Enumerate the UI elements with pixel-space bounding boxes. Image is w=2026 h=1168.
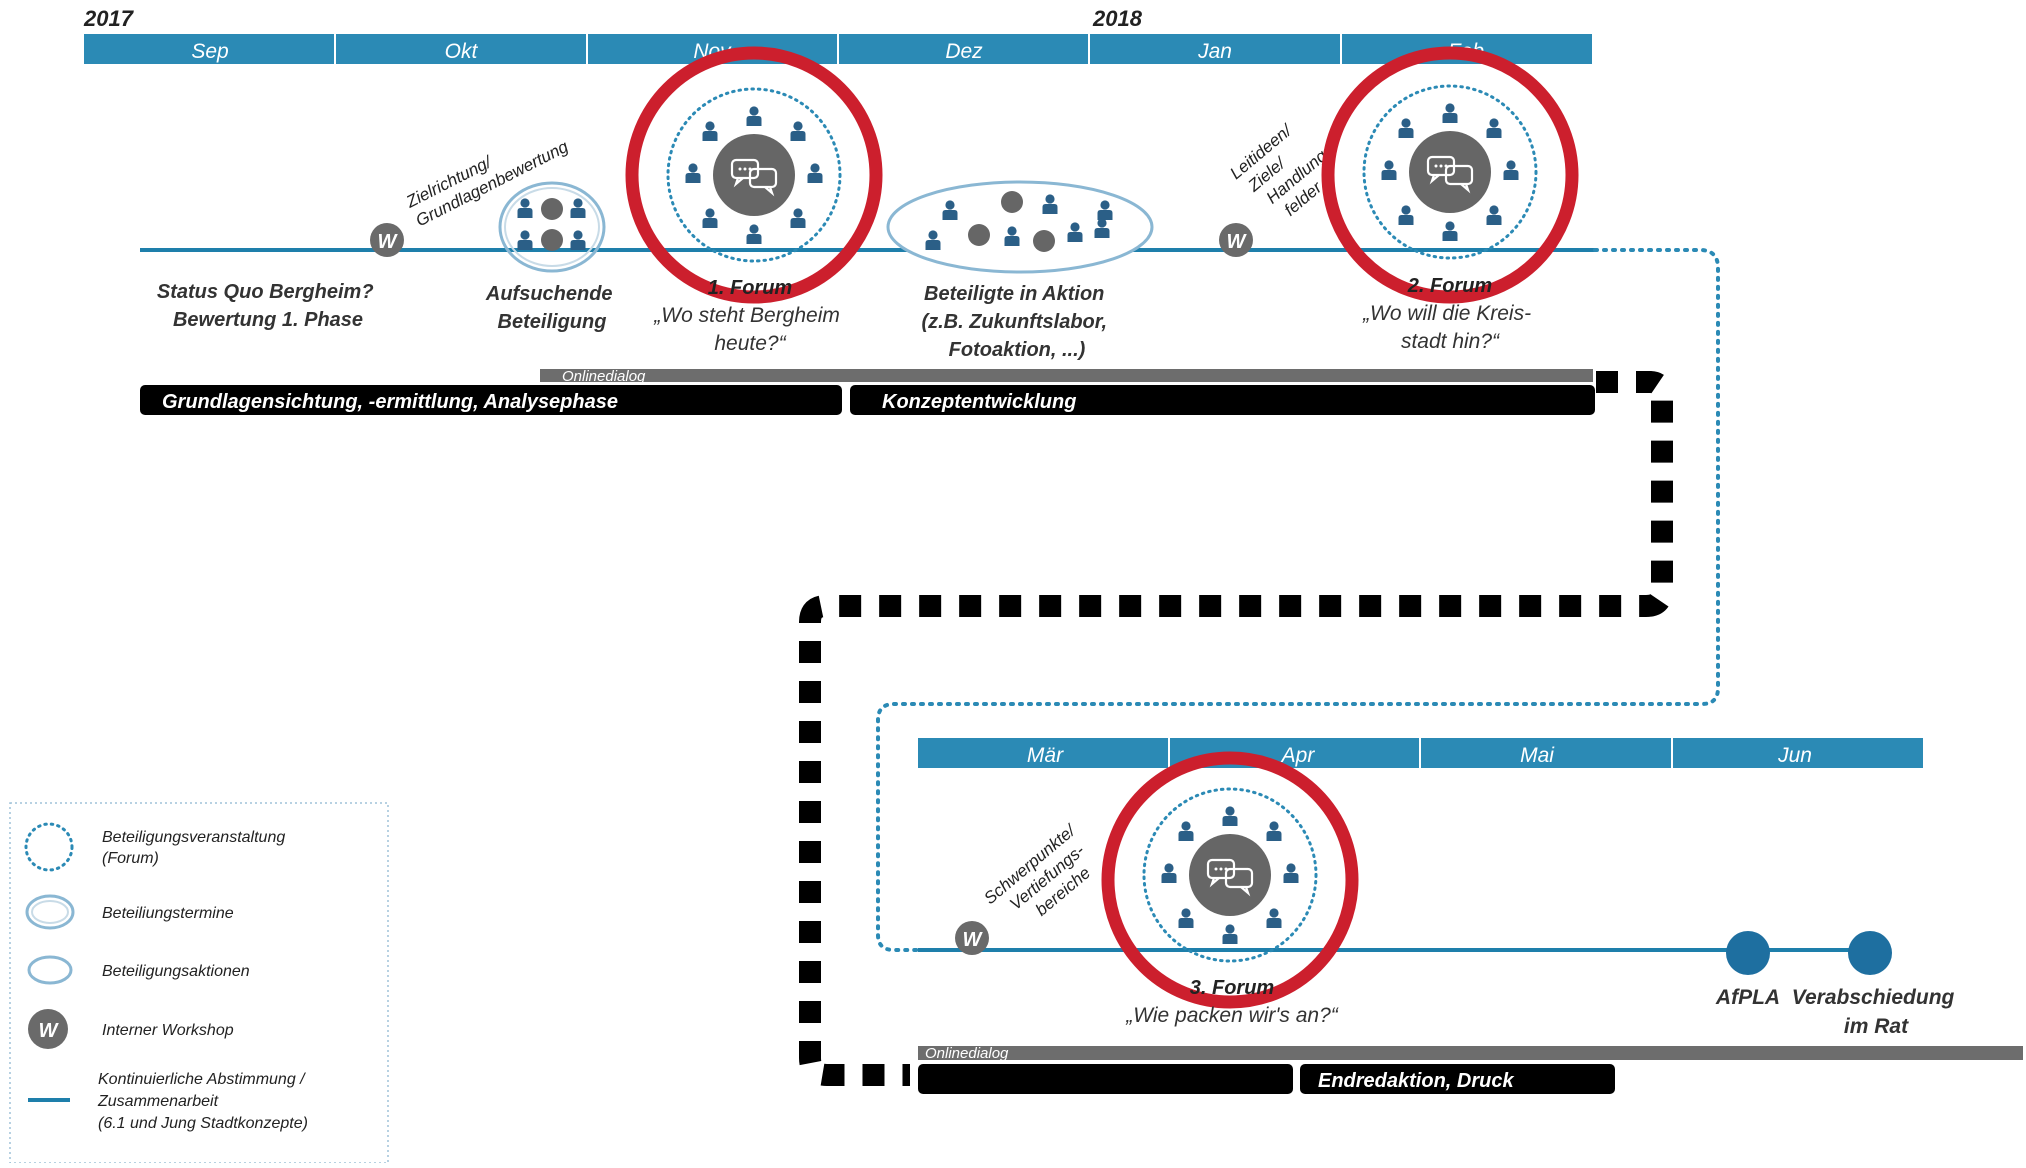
legend-abstimmung-label: Kontinuierliche Abstimmung / Zusammenarb… xyxy=(97,1071,309,1132)
phase-label-endredaktion: Endredaktion, Druck xyxy=(1318,1070,1514,1092)
legend-termine-label: Beteiliungstermine xyxy=(102,905,234,922)
forum-3-red-circle xyxy=(1101,751,1359,1009)
forum-1-label-line-1: „Wo steht Bergheim xyxy=(653,304,840,327)
month-sep: Sep xyxy=(191,40,228,63)
workshop-3-letter: W xyxy=(963,929,984,951)
phase-label-konzept: Konzeptentwicklung xyxy=(882,391,1076,413)
forum-2-label: „Wo will die Kreis- stadt hin?“ xyxy=(1362,302,1537,353)
beteiligte-in-aktion: Beteiligte in Aktion (z.B. Zukunftslabor… xyxy=(886,180,1154,361)
legend-forum-label: Beteiligungsveranstaltung (Forum) xyxy=(102,829,290,867)
phase-bar-blank xyxy=(918,1064,1293,1094)
forum-1-label-line-2: heute?“ xyxy=(714,332,786,355)
aufsuchende-label: Aufsuchende Beteiligung xyxy=(485,283,618,333)
aktion-label: Beteiligte in Aktion (z.B. Zukunftslabor… xyxy=(921,283,1112,361)
phase-bar-analyse xyxy=(140,385,842,415)
aktion-label-line-1: Beteiligte in Aktion xyxy=(924,283,1104,305)
month-bar-bottom: Mär Apr Mai Jun xyxy=(918,738,1923,768)
forum-3: 3. Forum „Wie packen wir's an?“ xyxy=(1101,751,1359,1027)
legend-workshop-label: Interner Workshop xyxy=(102,1022,234,1039)
onlinedialog-label-top: Onlinedialog xyxy=(562,368,646,385)
month-apr: Apr xyxy=(1280,744,1316,767)
rat-label: Verabschiedung im Rat xyxy=(1792,986,1960,1038)
aktion-label-line-3: Fotoaktion, ...) xyxy=(949,339,1086,361)
year-2017: 2017 xyxy=(83,6,135,31)
legend-aktionen-label: Beteiligungsaktionen xyxy=(102,963,250,980)
month-jun: Jun xyxy=(1777,744,1812,767)
forum-2-red-circle xyxy=(1321,46,1579,304)
onlinedialog-bar-bottom xyxy=(918,1046,2023,1060)
month-bar-top: Sep Okt Nov Dez Jan Feb xyxy=(84,34,1592,64)
rat-label-line-1: Verabschiedung xyxy=(1792,986,1955,1009)
dotted-connector xyxy=(876,248,1720,952)
month-mai: Mai xyxy=(1520,744,1555,767)
month-dez: Dez xyxy=(945,40,983,63)
aufsuchende-beteiligung: Aufsuchende Beteiligung xyxy=(485,181,618,333)
legend-dotted-circle-icon xyxy=(24,822,74,872)
forum-2: 2. Forum „Wo will die Kreis- stadt hin?“ xyxy=(1321,46,1579,353)
workshop-3-icon xyxy=(955,921,989,955)
forum-2-label-line-2: stadt hin?“ xyxy=(1401,330,1500,353)
forum-3-dotted-circle xyxy=(1142,787,1318,963)
month-maer: Mär xyxy=(1027,744,1064,767)
milestone-rat: Verabschiedung im Rat xyxy=(1792,931,1960,1038)
milestone-afpla: AfPLA xyxy=(1715,931,1780,1009)
forum-2-label-line-1: „Wo will die Kreis- xyxy=(1362,302,1531,325)
afpla-label: AfPLA xyxy=(1715,986,1780,1009)
workshop-2-letter: W xyxy=(1227,231,1248,253)
phase-bar-endredaktion xyxy=(1300,1064,1615,1094)
forum-2-title: 2. Forum xyxy=(1407,275,1492,297)
rat-label-line-2: im Rat xyxy=(1844,1015,1909,1038)
legend-forum-label-line-1: Beteiligungsveranstaltung xyxy=(102,829,285,846)
phase-label-analyse: Grundlagensichtung, -ermittlung, Analyse… xyxy=(162,391,618,413)
onlinedialog-label-bottom: Onlinedialog xyxy=(925,1045,1009,1062)
workshop-3: W Schwerpunkte/ Vertiefungs- bereiche xyxy=(955,818,1109,955)
onlinedialog-bar-top xyxy=(540,369,1593,382)
status-quo-label-line-2: Bewertung 1. Phase xyxy=(173,309,363,331)
forum-1-red-circle xyxy=(625,46,883,304)
year-2018: 2018 xyxy=(1092,6,1143,31)
forum-2-dotted-circle xyxy=(1362,84,1538,260)
forum-1-dotted-circle xyxy=(666,87,842,263)
month-okt: Okt xyxy=(445,40,479,63)
legend-forum-label-line-2: (Forum) xyxy=(102,850,159,867)
workshop-1-letter: W xyxy=(378,231,399,253)
aufsuchende-label-line-2: Beteiligung xyxy=(498,311,607,333)
legend-abstimmung-label-line-1: Kontinuierliche Abstimmung / xyxy=(98,1071,306,1088)
forum-3-label: „Wie packen wir's an?“ xyxy=(1125,1004,1339,1027)
phase-bar-konzept xyxy=(850,385,1595,415)
forum-1-title: 1. Forum xyxy=(708,277,792,299)
workshop-3-label: Schwerpunkte/ Vertiefungs- bereiche xyxy=(980,818,1109,940)
legend-double-ellipse-inner xyxy=(31,900,69,924)
legend-abstimmung-label-line-3: (6.1 und Jung Stadtkonzepte) xyxy=(98,1115,308,1132)
legend-ellipse-icon xyxy=(27,955,73,985)
workshop-1: W Zielrichtung/ Grundlagenbewertung xyxy=(370,137,572,257)
forum-3-title: 3. Forum xyxy=(1190,977,1274,999)
month-jan: Jan xyxy=(1197,40,1232,63)
dashed-connector xyxy=(799,371,1673,1086)
afpla-dot xyxy=(1726,931,1770,975)
legend-workshop-icon xyxy=(28,1009,68,1049)
legend-abstimmung-label-line-2: Zusammenarbeit xyxy=(97,1093,219,1110)
legend-double-ellipse-icon xyxy=(25,894,75,930)
aktion-label-line-2: (z.B. Zukunftslabor, xyxy=(921,311,1107,333)
legend: Beteiligungsveranstaltung (Forum) Beteil… xyxy=(9,802,389,1164)
status-quo-label-line-1: Status Quo Bergheim? xyxy=(157,281,374,303)
forum-1-label: „Wo steht Bergheim heute?“ xyxy=(653,304,845,355)
status-quo-label: Status Quo Bergheim? Bewertung 1. Phase xyxy=(157,281,379,331)
aufsuchende-label-line-1: Aufsuchende xyxy=(485,283,613,305)
workshop-1-icon xyxy=(370,223,404,257)
rat-dot xyxy=(1848,931,1892,975)
forum-1: 1. Forum „Wo steht Bergheim heute?“ xyxy=(625,46,883,355)
workshop-2-icon xyxy=(1219,223,1253,257)
legend-workshop-letter: W xyxy=(39,1020,60,1042)
